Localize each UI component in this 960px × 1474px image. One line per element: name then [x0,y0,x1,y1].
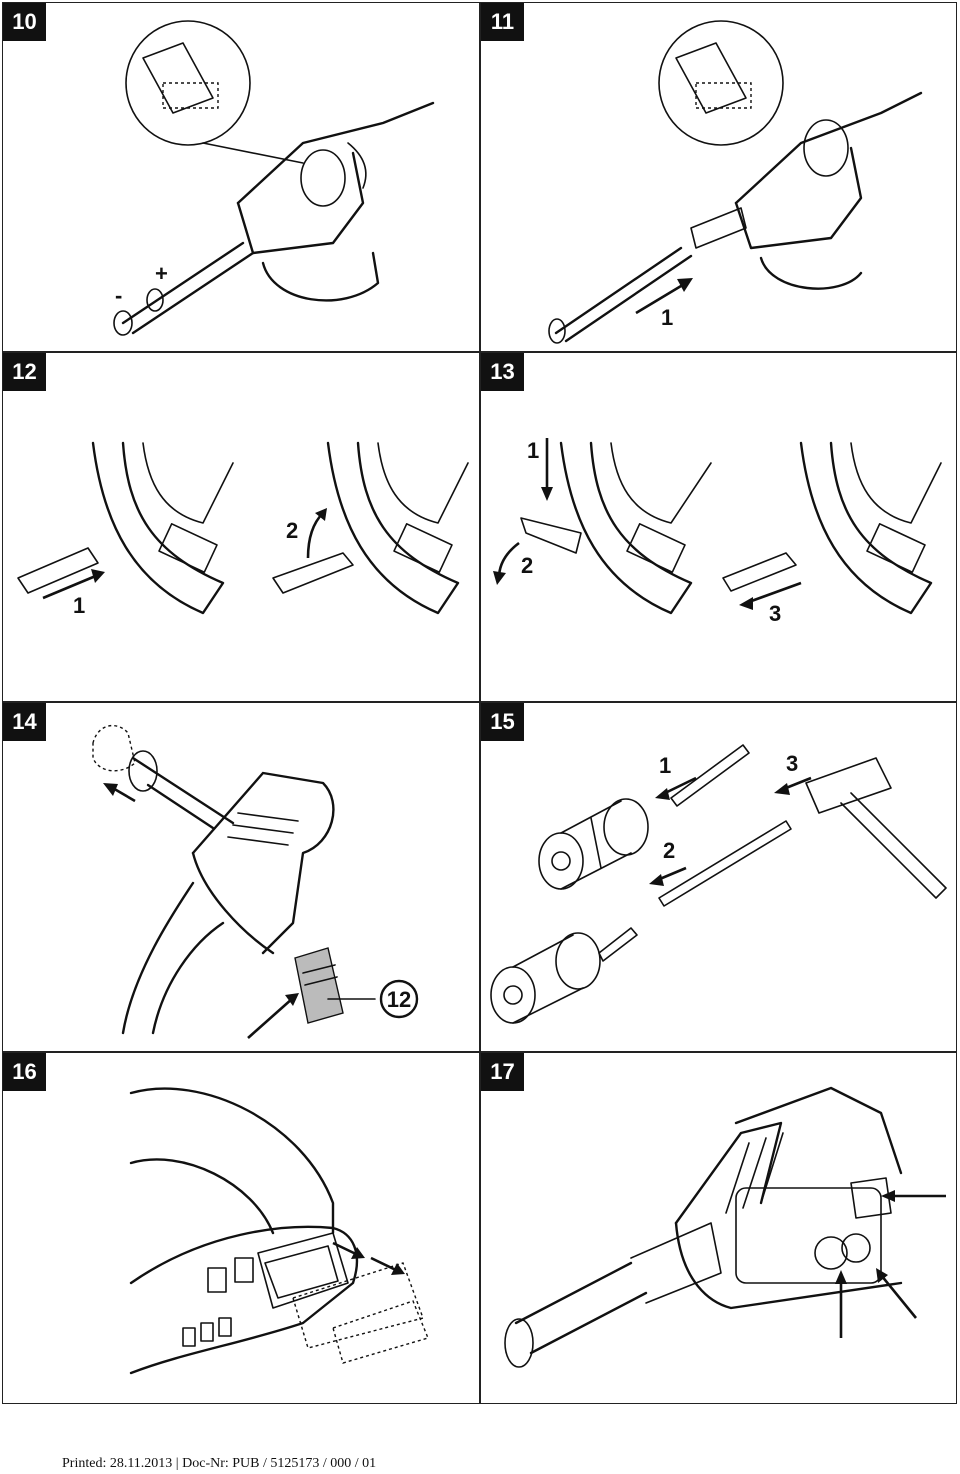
panel-number: 16 [3,1053,46,1091]
panel-12: 12 1 2 [2,352,480,702]
disassembly-illustration: 1 2 3 [490,744,947,1024]
callout-12-label: 12 [387,987,411,1012]
panel-16: 16 [2,1052,480,1404]
tool-insert-illustration: 1 [548,20,923,344]
step-3-label: 3 [769,601,781,626]
panel-number: 12 [3,353,46,391]
panel-number: 10 [3,3,46,41]
step-1-label: 1 [659,753,671,778]
panel-number: 13 [481,353,524,391]
panel-number: 15 [481,703,524,741]
panel-number: 17 [481,1053,524,1091]
cap-removal-illustration: 12 [92,724,419,1039]
step-2-label: 2 [286,518,298,543]
mechanism-illustration [504,1086,946,1368]
panel-number: 14 [3,703,46,741]
panel-11: 11 1 [480,2,957,352]
step-3-label: 3 [786,751,798,776]
panel-13: 13 1 2 3 [480,352,957,702]
label-plus: + [155,261,168,286]
panel-17: 17 [480,1052,957,1404]
step-1-label: 1 [73,593,85,618]
panel-number: 11 [481,3,524,41]
lever-illustration [129,1087,429,1375]
cartridge-insert-illustration: 1 2 [17,441,469,618]
panel-14: 14 12 [2,702,480,1052]
tool-battery-illustration: - + [113,20,435,336]
label-minus: - [115,283,122,308]
step-1-label: 1 [661,305,673,330]
panel-15: 15 1 2 3 [480,702,957,1052]
step-1-label: 1 [527,438,539,463]
cartridge-remove-illustration: 1 2 3 [493,438,942,626]
step-2-label: 2 [521,553,533,578]
panel-10: 10 - + [2,2,480,352]
step-2-label: 2 [663,838,675,863]
print-footer: Printed: 28.11.2013 | Doc-Nr: PUB / 5125… [62,1456,377,1471]
